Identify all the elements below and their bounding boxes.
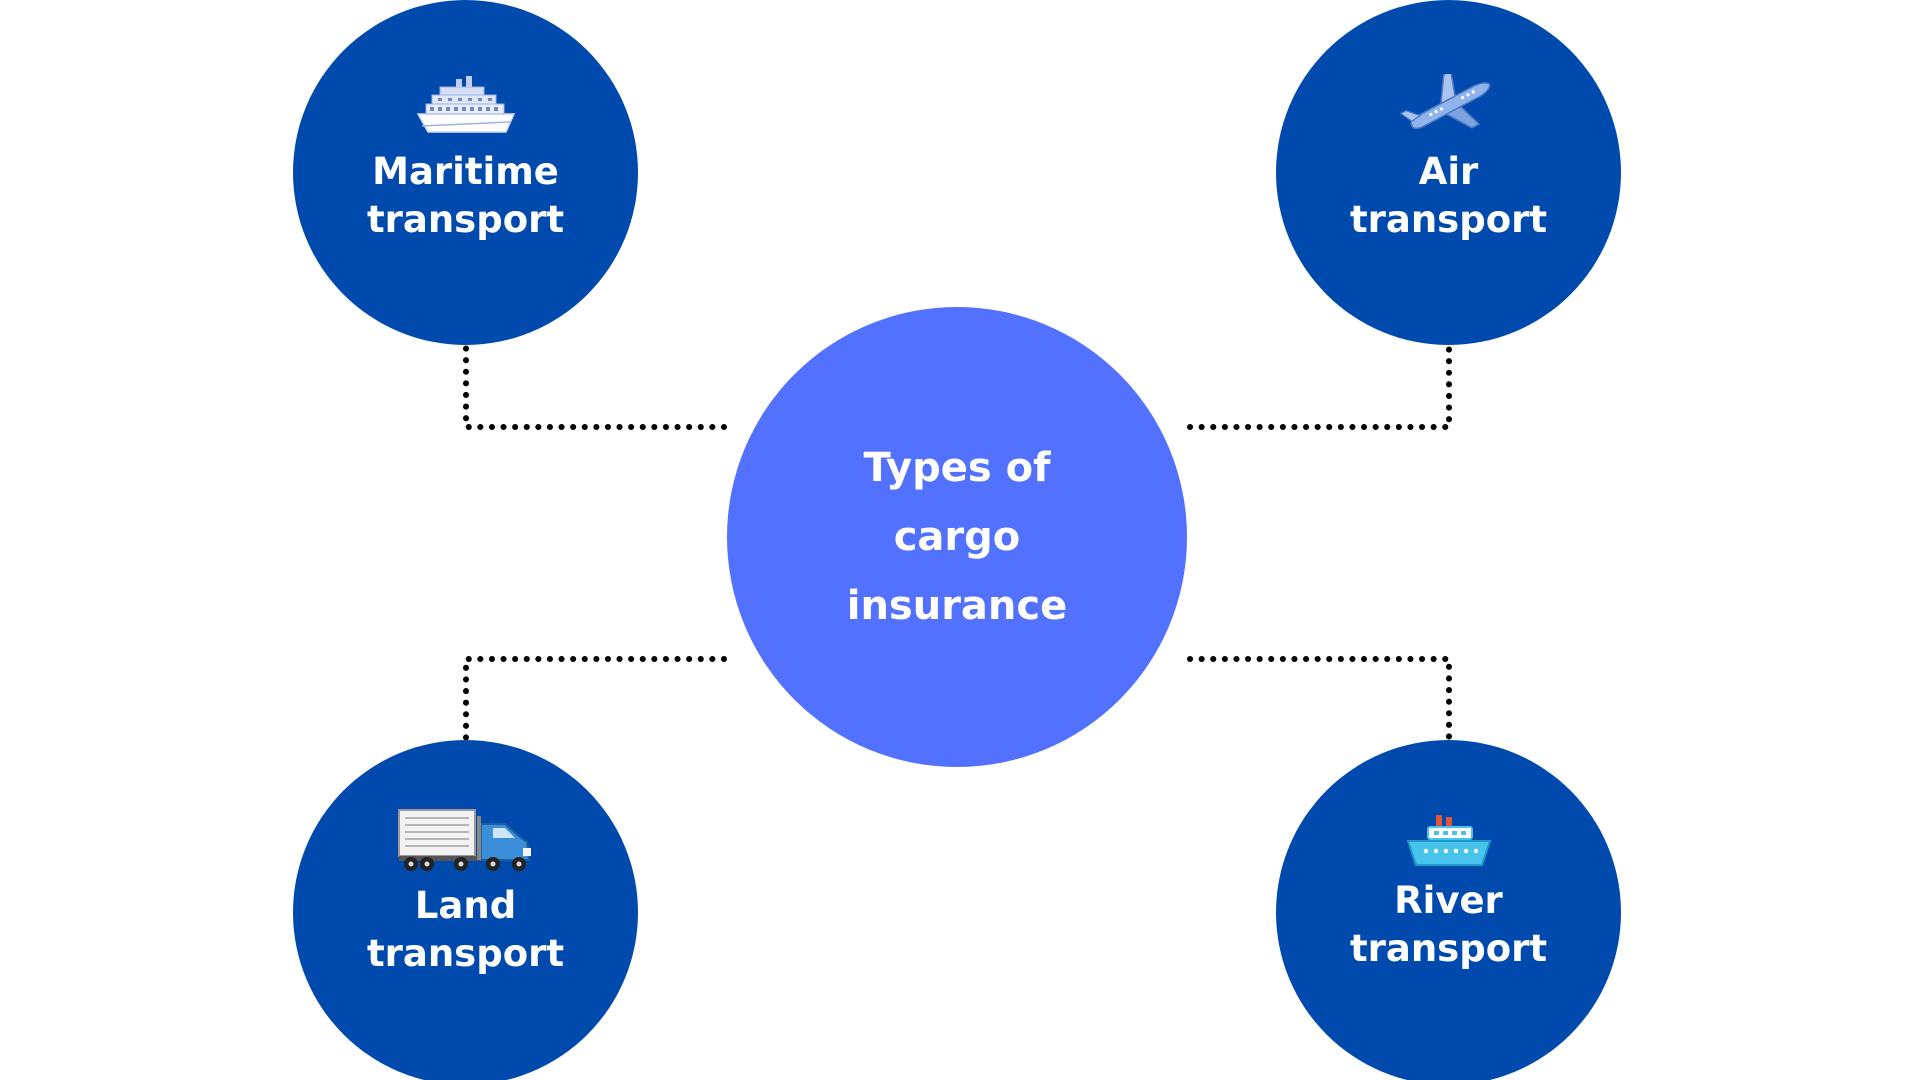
node-label-line: transport	[1349, 197, 1548, 241]
cruise-ship-icon	[416, 75, 515, 133]
node-label-line: transport	[366, 931, 565, 975]
center-label-line: cargo	[893, 513, 1021, 560]
node-maritime-transport: Maritime transport	[293, 0, 638, 345]
node-label-line: River	[1394, 878, 1503, 922]
node-air-transport: Air transport	[1276, 0, 1621, 345]
truck-icon	[397, 808, 531, 871]
boat-icon	[1406, 814, 1491, 866]
node-label-line: transport	[1349, 926, 1548, 970]
node-label-line: Maritime	[372, 149, 559, 193]
airplane-icon	[1399, 73, 1490, 129]
center-label-line: Types of	[863, 444, 1051, 491]
node-river-transport: River transport	[1276, 740, 1621, 1080]
node-label-line: Land	[414, 883, 517, 927]
node-label-line: Air	[1418, 149, 1479, 193]
center-node-types-of-cargo-insurance: Types of cargo insurance	[727, 307, 1187, 767]
center-label-line: insurance	[846, 582, 1068, 629]
node-label-line: transport	[366, 197, 565, 241]
node-land-transport: Land transport	[293, 740, 638, 1080]
